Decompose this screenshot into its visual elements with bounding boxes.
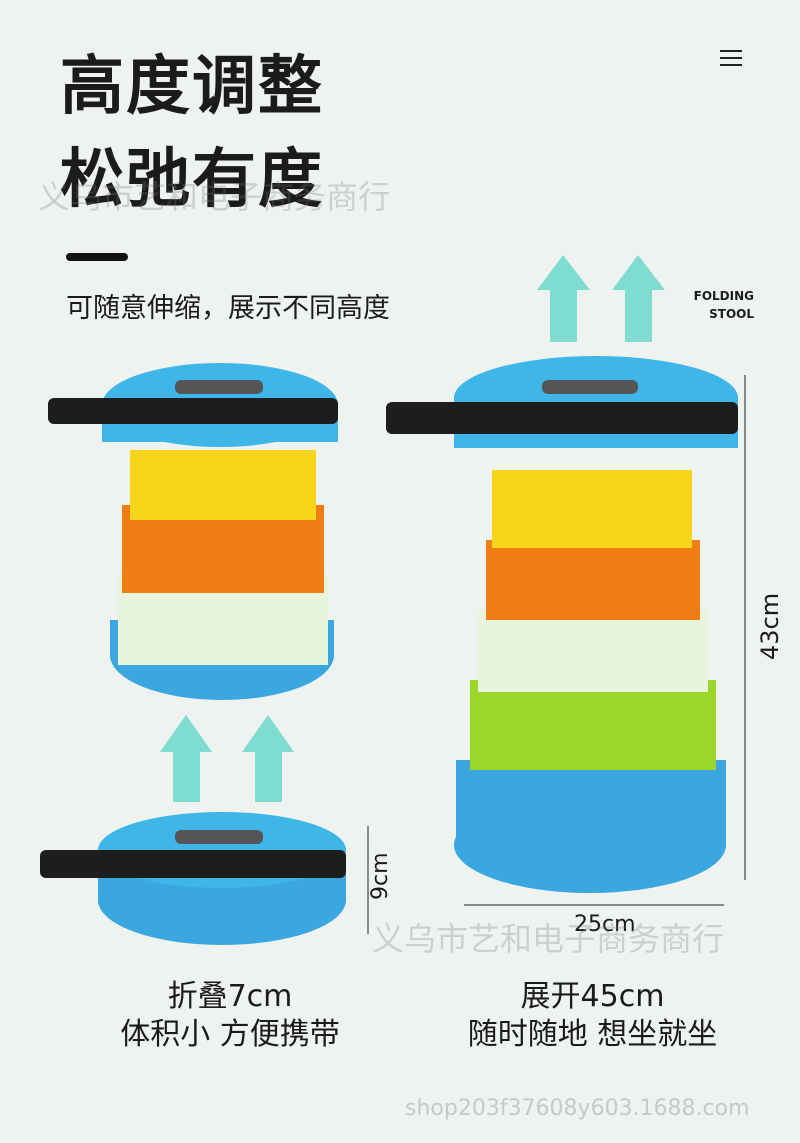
title-underline (66, 253, 128, 261)
brand-line1: FOLDING (693, 289, 754, 303)
stool-folded (40, 812, 346, 945)
arrow-up-icon (160, 715, 294, 802)
arrow-up-icon (537, 255, 665, 342)
menu-icon[interactable] (720, 50, 742, 66)
dimension-expanded-height: 43cm (756, 592, 784, 660)
headline-line1: 高度调整 (60, 50, 324, 124)
caption-left: 折叠7cm 体积小 方便携带 (40, 978, 420, 1054)
caption-right: 展开45cm 随时随地 想坐就坐 (400, 978, 785, 1054)
watermark-url: shop203f37608y603.1688.com (405, 1096, 750, 1121)
caption-right-line2: 随时随地 想坐就坐 (467, 1017, 718, 1052)
watermark: 义乌市艺和电子商务商行 (38, 178, 391, 216)
caption-left-line1: 折叠7cm (167, 979, 293, 1014)
subtitle: 可随意伸缩，展示不同高度 (66, 293, 390, 324)
stool-medium (48, 363, 338, 700)
watermark: 义乌市艺和电子商务商行 (372, 920, 725, 958)
brand-line2: STOOL (709, 307, 754, 321)
dimension-width: 25cm (574, 912, 636, 937)
caption-left-line2: 体积小 方便携带 (120, 1017, 340, 1052)
dimension-folded-height: 9cm (368, 852, 393, 900)
stool-expanded (386, 356, 738, 893)
headline-line2: 松弛有度 (60, 143, 324, 217)
caption-right-line1: 展开45cm (520, 979, 665, 1014)
brand-label: FOLDING STOOL (688, 287, 754, 323)
